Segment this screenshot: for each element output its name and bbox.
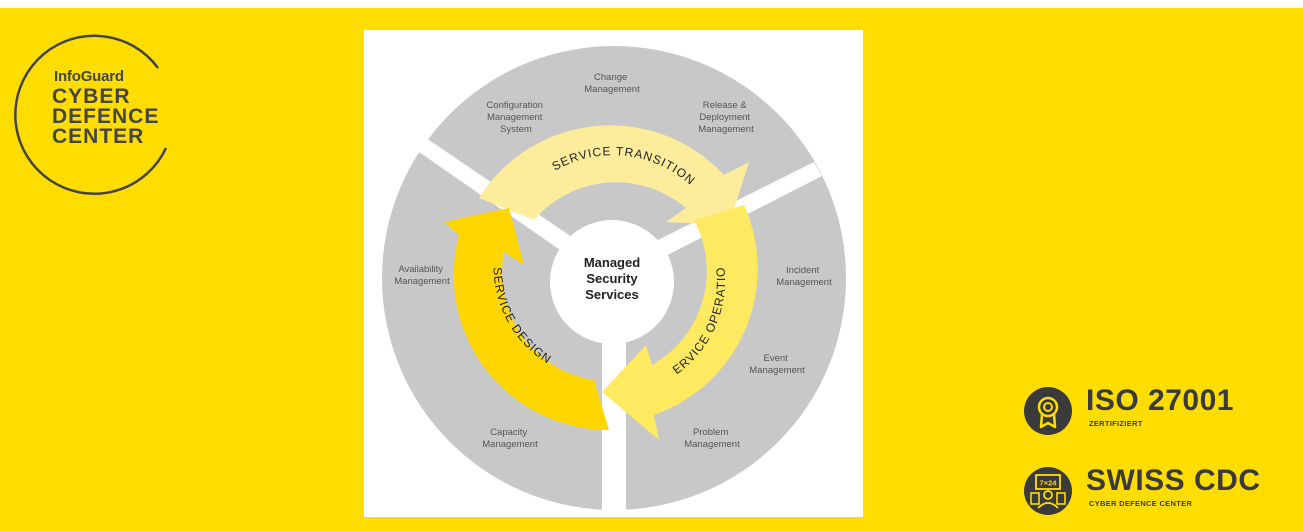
logo-brand: InfoGuard <box>54 68 124 85</box>
label-problem-management: Problem Management <box>684 427 740 450</box>
logo-ring <box>14 34 168 196</box>
itil-cycle-diagram: Managed Security Services SERVICE TRANSI… <box>364 30 846 510</box>
center-line-2: Security <box>586 271 638 286</box>
iso-27001-badge[interactable]: ISO 27001 ZERTIFIZIERT <box>1023 384 1283 436</box>
infoguard-logo[interactable]: InfoGuard CYBER DEFENCE CENTER <box>8 28 176 196</box>
itil-diagram-panel: Managed Security Services SERVICE TRANSI… <box>364 30 863 517</box>
label-availability-management: Availability Management <box>394 264 450 287</box>
logo-line-cyber: CYBER <box>52 85 131 108</box>
label-change-management: Change Management <box>584 72 640 95</box>
center-line-1: Managed <box>584 255 640 270</box>
swiss-subtitle: CYBER DEFENCE CENTER <box>1089 499 1193 508</box>
label-configuration-management-system: Configuration Management System <box>486 100 545 135</box>
service-transition-arrow <box>479 125 749 225</box>
award-ribbon-icon <box>1024 387 1072 435</box>
label-release-deployment-management: Release & Deployment Management <box>698 100 754 135</box>
service-design-arrow <box>444 208 609 431</box>
label-incident-management: Incident Management <box>776 265 832 288</box>
logo-line-center: CENTER <box>52 125 145 148</box>
center-circle <box>550 220 674 344</box>
service-operation-arrow <box>602 205 758 440</box>
top-border <box>0 0 1303 8</box>
separator-bottom <box>602 320 626 510</box>
swiss-cdc-badge[interactable]: 7×24 SWISS CDC CYBER DEFENCE CENTER <box>1023 464 1283 516</box>
iso-title: ISO 27001 <box>1086 384 1234 417</box>
swiss-icon-text: 7×24 <box>1040 479 1058 488</box>
label-event-management: Event Management <box>749 353 805 376</box>
logo-line-defence: DEFENCE <box>52 105 160 128</box>
24-7-support-agent-icon: 7×24 <box>1024 467 1072 515</box>
iso-subtitle: ZERTIFIZIERT <box>1089 419 1143 428</box>
swiss-title: SWISS CDC <box>1086 464 1261 497</box>
center-line-3: Services <box>585 287 639 302</box>
label-capacity-management: Capacity Management <box>482 427 538 450</box>
